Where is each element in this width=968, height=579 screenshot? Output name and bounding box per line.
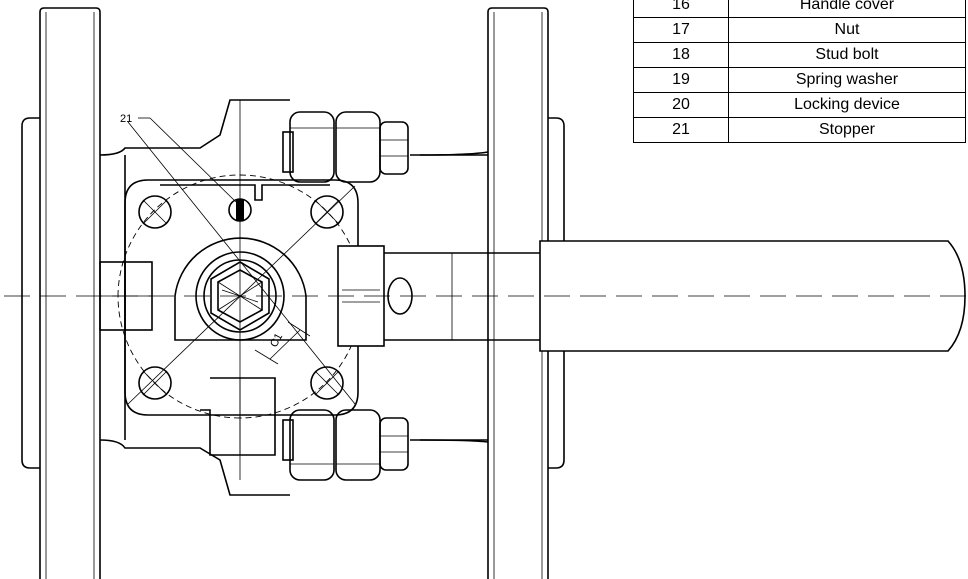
part-number: 17 — [633, 17, 729, 43]
table-row: 17 Nut — [633, 17, 966, 43]
upper-bolts — [282, 111, 409, 183]
part-name: Nut — [728, 17, 966, 43]
part-name: Locking device — [728, 92, 966, 118]
table-row: 21 Stopper — [633, 117, 966, 143]
stopper-pin — [228, 198, 252, 222]
part-name: Stud bolt — [728, 42, 966, 68]
table-row: 18 Stud bolt — [633, 42, 966, 68]
dimension-c1: C1 — [254, 321, 311, 365]
construction-lines — [127, 100, 356, 480]
part-name: Spring washer — [728, 67, 966, 93]
part-number: 16 — [633, 0, 729, 18]
locking-block — [200, 377, 276, 456]
stopper-callout: 21 — [120, 113, 237, 203]
corner-bolt-holes — [138, 195, 344, 400]
lower-bolts — [282, 409, 409, 481]
part-number: 20 — [633, 92, 729, 118]
part-number: 19 — [633, 67, 729, 93]
part-number: 18 — [633, 42, 729, 68]
part-number: 21 — [633, 117, 729, 143]
table-row: 16 Handle cover — [633, 0, 966, 18]
parts-table: 16 Handle cover 17 Nut 18 Stud bolt 19 S… — [633, 0, 966, 143]
part-name: Stopper — [728, 117, 966, 143]
stopper-callout-label: 21 — [120, 113, 132, 125]
table-row: 19 Spring washer — [633, 67, 966, 93]
dimension-label: C1 — [268, 331, 285, 349]
part-name: Handle cover — [728, 0, 966, 18]
left-flange — [21, 7, 101, 579]
stem-hex-nut — [174, 237, 307, 341]
table-row: 20 Locking device — [633, 92, 966, 118]
